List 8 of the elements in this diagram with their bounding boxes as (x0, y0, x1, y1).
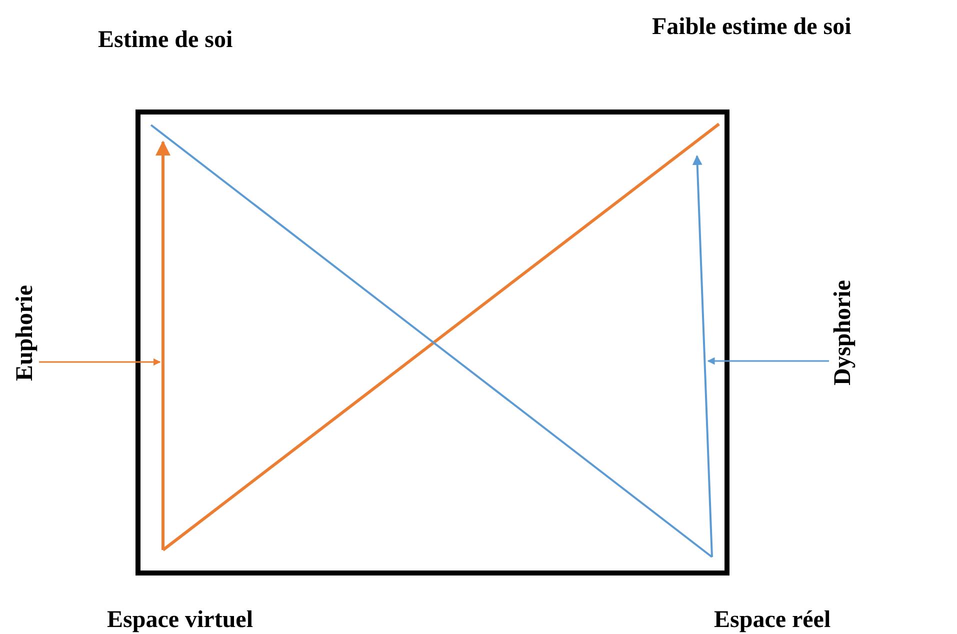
arrow (39, 358, 161, 366)
corner-label: Espace réel (714, 608, 831, 632)
corner-label: Faible estime de soi (652, 15, 852, 39)
corner-label: Estime de soi (98, 28, 233, 52)
arrow (707, 357, 829, 365)
corner-label: Espace virtuel (107, 608, 253, 632)
axis-label: Euphorie (13, 285, 37, 382)
axis-label: Dysphorie (831, 280, 855, 386)
